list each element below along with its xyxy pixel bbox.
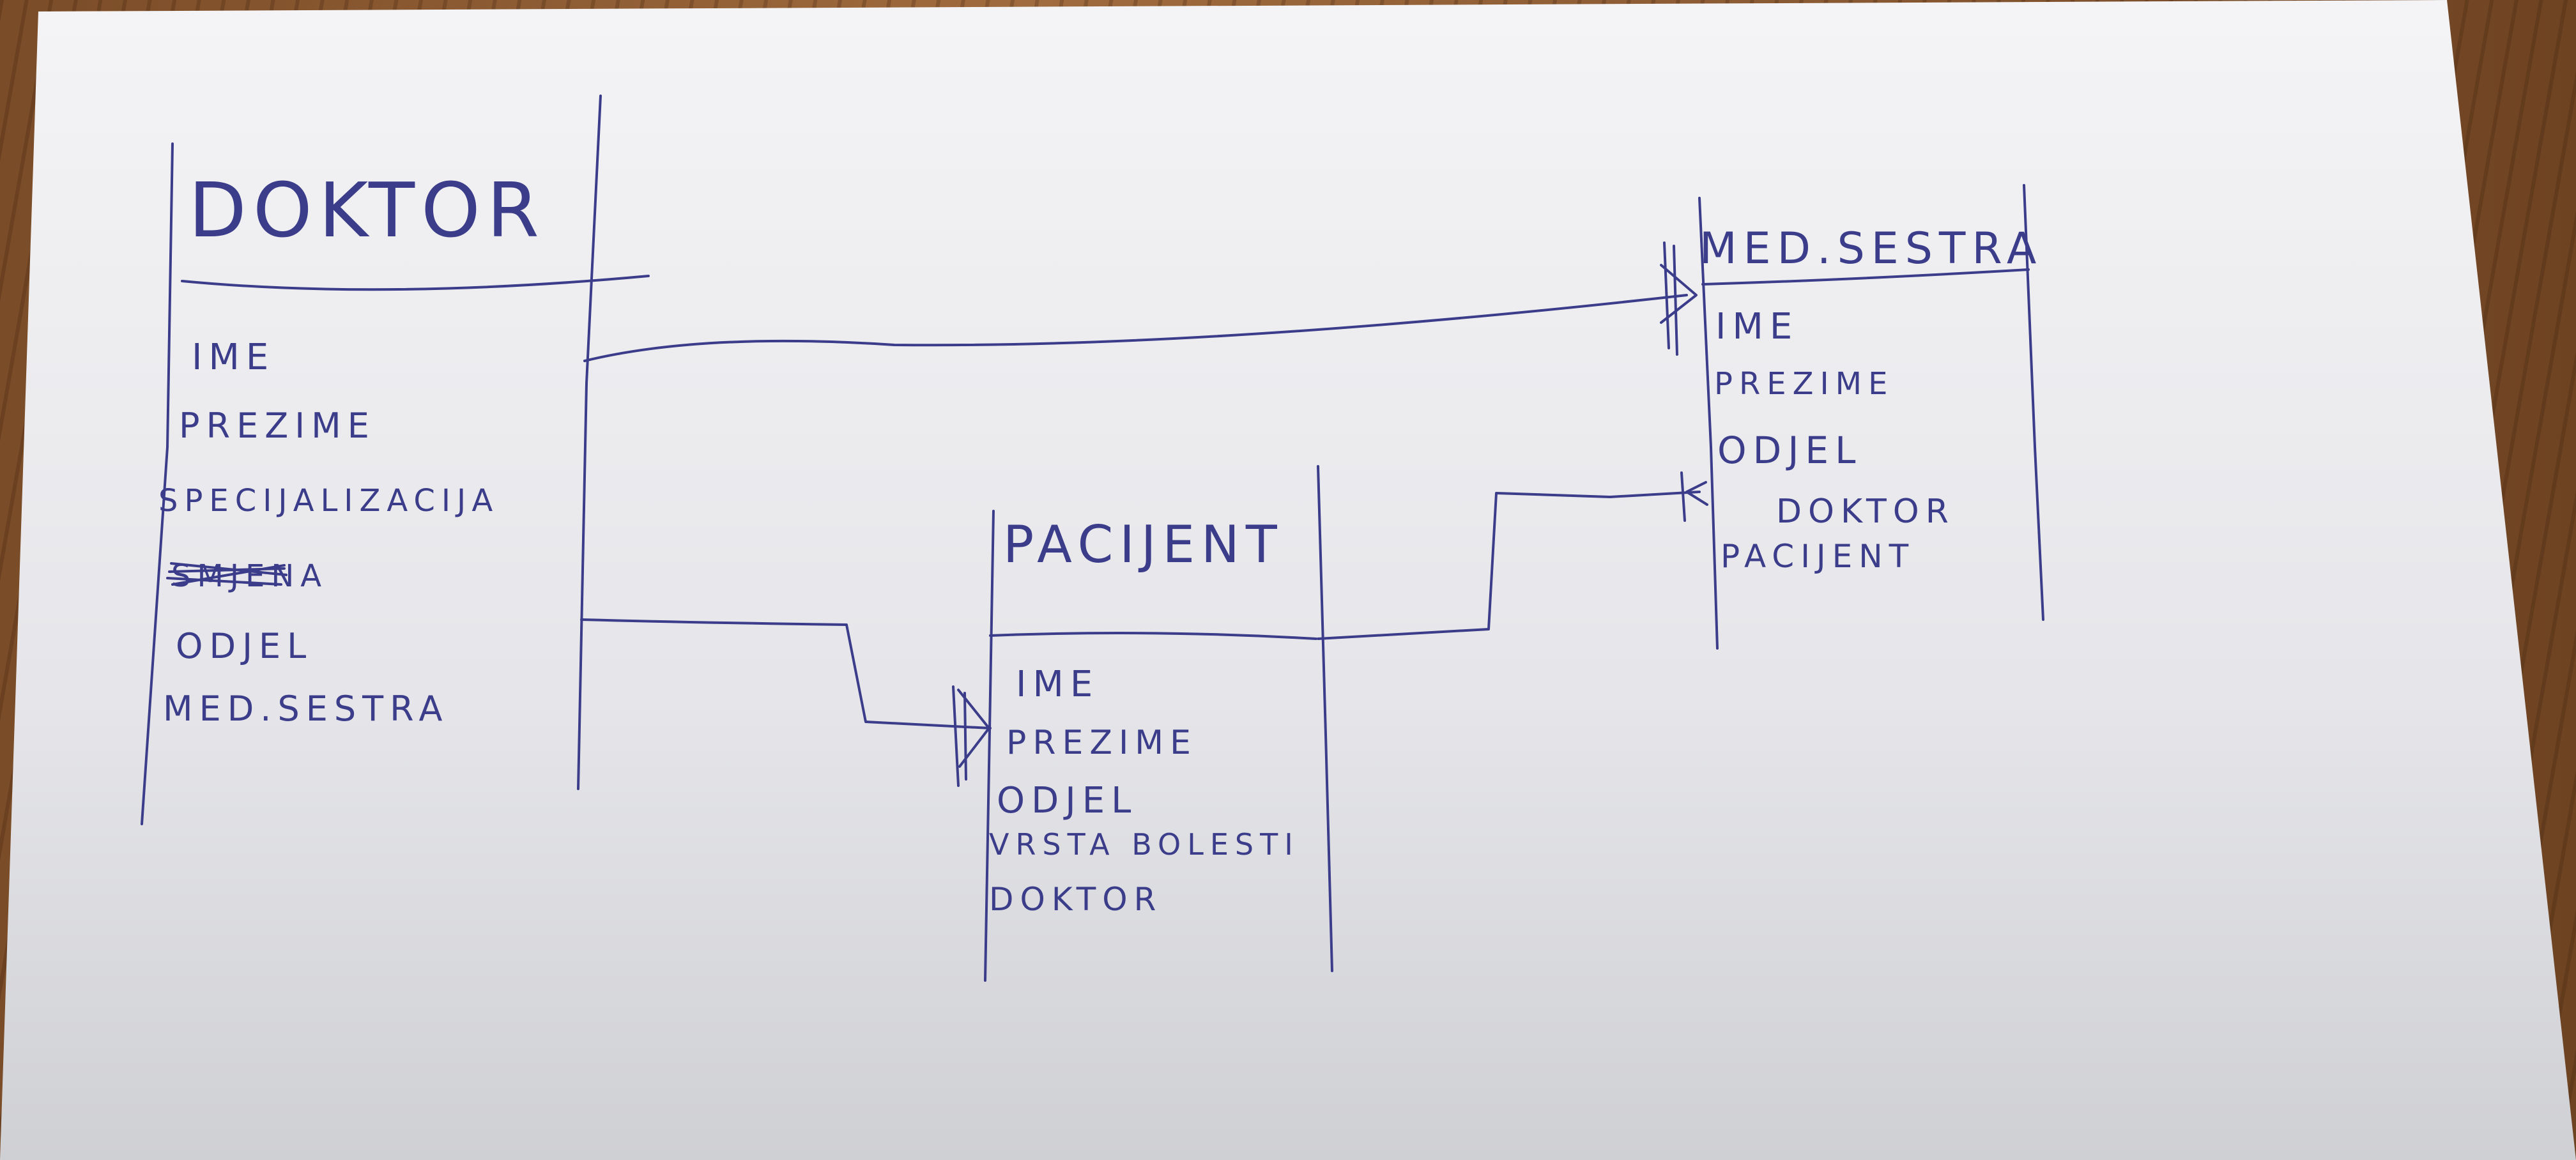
pacijent-attr-vrsta-bolesti: VRSTA BOLESTI <box>989 827 1300 862</box>
doktor-strikethrough <box>166 562 288 586</box>
pacijent-attr-doktor: DOKTOR <box>989 881 1162 918</box>
relation-doktor-med-sestra <box>583 241 1698 362</box>
doktor-attr-smjena-crossed: SMJENA <box>171 558 328 594</box>
entity-pacijent: PACIJENT IME PREZIME ODJEL VRSTA BOLESTI… <box>984 465 1333 982</box>
med-sestra-attr-ime: IME <box>1715 306 1798 347</box>
relation-line-doktor-med-sestra <box>583 294 1688 362</box>
med-sestra-attr-prezime: PREZIME <box>1714 366 1894 402</box>
relation-line-pacijent-med-sestra <box>1317 491 1701 640</box>
pacijent-left-border <box>984 510 995 982</box>
relation-pacijent-med-sestra <box>1317 471 1708 640</box>
doktor-attr-odjel: ODJEL <box>176 626 312 666</box>
med-sestra-right-border <box>2023 184 2044 621</box>
med-sestra-title: MED.SESTRA <box>1699 224 2043 274</box>
med-sestra-attr-odjel: ODJEL <box>1717 429 1862 472</box>
med-sestra-attr-doktor: DOKTOR <box>1776 492 1955 531</box>
pacijent-attr-prezime: PREZIME <box>1006 724 1197 762</box>
relation-line-doktor-pacijent <box>580 618 992 729</box>
pacijent-header-divider <box>989 632 1317 640</box>
doktor-attr-med-sestra: MED.SESTRA <box>163 689 448 729</box>
med-sestra-left-border <box>1698 197 1719 650</box>
doktor-header-divider <box>181 275 650 291</box>
med-sestra-header-divider <box>1701 268 2030 286</box>
pacijent-attr-odjel: ODJEL <box>997 780 1137 821</box>
doktor-title: DOKTOR <box>188 166 546 254</box>
pacijent-attr-ime: IME <box>1016 664 1099 705</box>
doktor-attr-prezime: PREZIME <box>179 406 376 446</box>
relation-doktor-pacijent <box>580 618 992 787</box>
doktor-attr-specijalizacija: SPECIJALIZACIJA <box>158 483 499 519</box>
doktor-attr-ime: IME <box>192 337 275 378</box>
doktor-left-border <box>141 142 174 825</box>
entity-med-sestra: MED.SESTRA IME PREZIME ODJEL DOKTOR PACI… <box>1698 184 2044 650</box>
entity-doktor: DOKTOR IME PREZIME SPECIJALIZACIJA SMJEN… <box>141 95 650 825</box>
pacijent-right-border <box>1317 465 1333 972</box>
med-sestra-attr-pacijent: PACIJENT <box>1721 538 1915 575</box>
pacijent-title: PACIJENT <box>1003 515 1284 574</box>
doktor-right-border <box>577 95 602 790</box>
crows-foot-pacijent <box>952 685 990 787</box>
crows-foot-med-sestra <box>1660 241 1698 356</box>
crows-foot-med-sestra-doktor <box>1680 471 1708 522</box>
